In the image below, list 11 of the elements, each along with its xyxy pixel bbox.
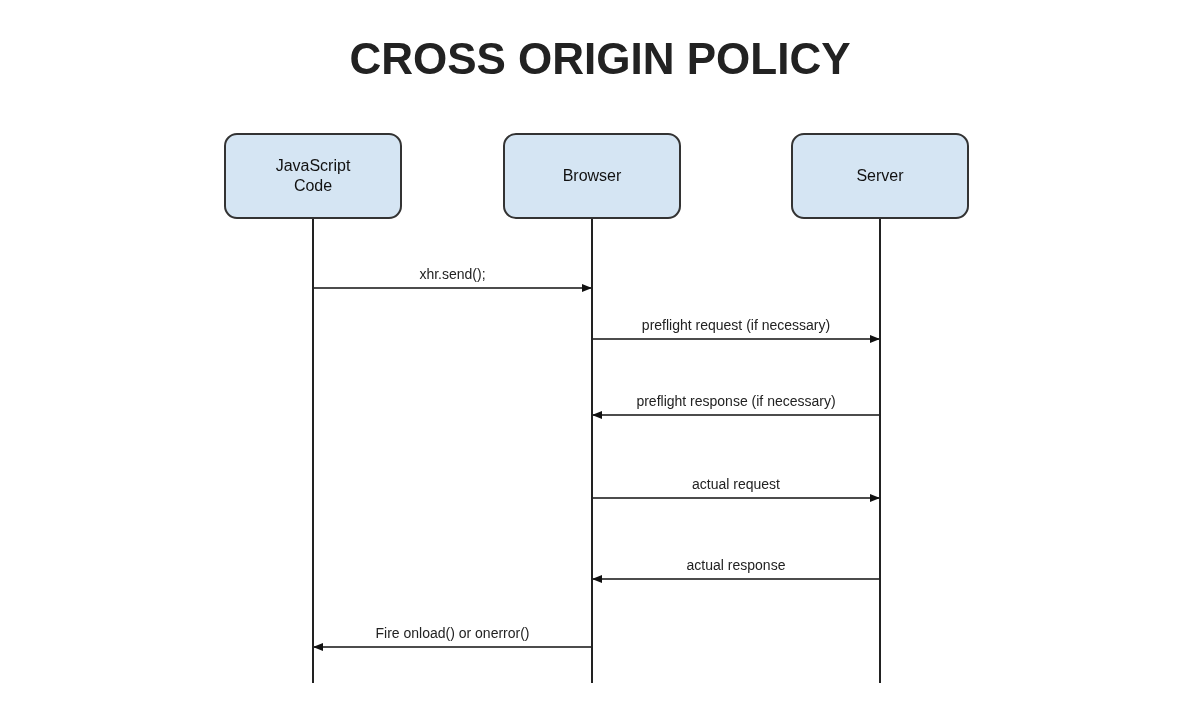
message-arrow: [591, 494, 881, 502]
message-arrow: [591, 411, 881, 419]
message-arrow: [591, 335, 881, 343]
participant-box: Browser: [503, 133, 681, 219]
message-arrow: [312, 643, 593, 651]
message-arrow: [312, 284, 593, 292]
message-arrow: [591, 575, 881, 583]
diagram-title: CROSS ORIGIN POLICY: [348, 34, 852, 84]
message-label: actual request: [689, 476, 783, 492]
participant-box: Server: [791, 133, 969, 219]
participant-box: JavaScript Code: [224, 133, 402, 219]
